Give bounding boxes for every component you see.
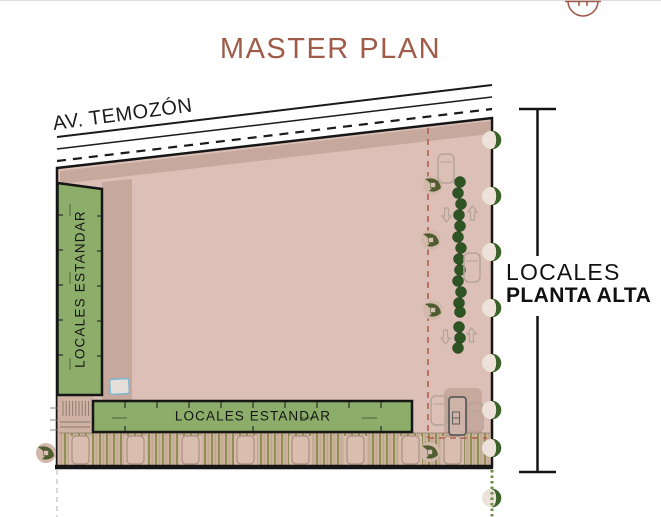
measure-bracket xyxy=(519,107,556,474)
left-building xyxy=(56,181,104,397)
cyan-box xyxy=(109,377,131,396)
page-title: MASTER PLAN xyxy=(219,33,442,65)
service-vehicle-icon xyxy=(448,396,467,436)
bottom-building-label: LOCALES ESTANDAR xyxy=(174,408,332,424)
top-border-line xyxy=(0,0,661,1)
avenue-road-lines xyxy=(56,84,493,163)
internal-dashed-line xyxy=(427,128,487,439)
left-building-label: LOCALES ESTANDAR xyxy=(72,210,88,368)
annotation-line2: PLANTA ALTA xyxy=(506,283,652,307)
stairs-hatch xyxy=(50,401,90,431)
parked-car-icons xyxy=(69,435,464,467)
boundary-continuations xyxy=(56,470,494,517)
annotation-line1: LOCALES xyxy=(506,259,621,285)
planta-alta-annotation: LOCALES PLANTA ALTA xyxy=(506,259,652,307)
parking-band xyxy=(59,432,490,467)
bottom-building xyxy=(91,399,414,434)
arc-emblem-icon xyxy=(560,0,606,25)
hedge-icon xyxy=(452,176,467,354)
